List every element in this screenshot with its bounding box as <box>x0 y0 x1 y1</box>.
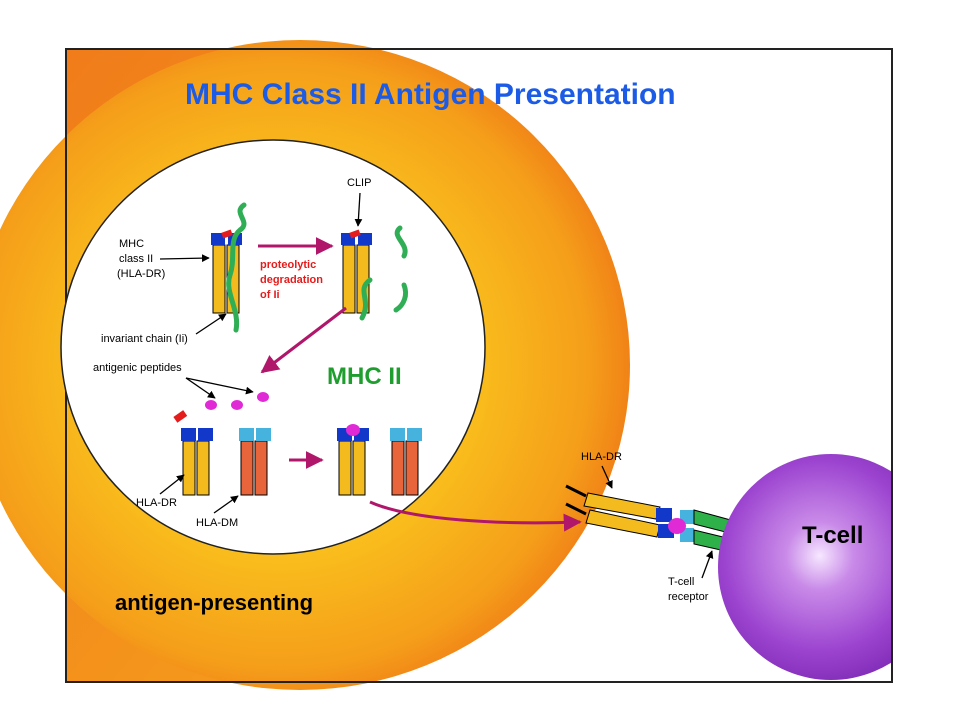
hla-dm <box>239 428 271 496</box>
endosome <box>60 139 486 555</box>
hla-dr-surface <box>565 484 674 538</box>
presented-peptide <box>668 518 686 534</box>
hla-dr-surface-label: HLA-DR <box>581 451 622 463</box>
released-clip <box>173 410 188 423</box>
t-cell-label: T-cell <box>802 522 863 549</box>
t-cell <box>718 454 944 680</box>
mhc-class-ii-label: MHC class II (HLA-DR) <box>117 238 165 280</box>
proteolytic-degradation-label: proteolytic degradation of Ii <box>260 259 326 301</box>
mhc-with-clip <box>341 225 409 321</box>
antigenic-peptides <box>205 392 269 410</box>
hla-dm-second <box>390 428 422 496</box>
mhc-with-invariant-chain <box>211 202 247 333</box>
antigenic-peptides-label: antigenic peptides <box>93 362 182 374</box>
hla-dm-label: HLA-DM <box>196 517 238 529</box>
apc-label: antigen-presenting <box>115 590 313 615</box>
mhc-ii-label: MHC II <box>327 363 402 390</box>
hla-dr-label: HLA-DR <box>136 497 177 509</box>
t-cell-receptor-label: T-cell receptor <box>668 576 709 603</box>
page-title: MHC Class II Antigen Presentation <box>185 78 676 111</box>
hla-dr-loaded <box>337 424 369 496</box>
surface-transport-arrow <box>369 500 582 532</box>
hla-dr-empty <box>181 428 213 496</box>
clip-label: CLIP <box>347 177 371 189</box>
to-peptide-loading-arrow <box>260 306 347 374</box>
invariant-chain-label: invariant chain (Ii) <box>101 333 188 345</box>
